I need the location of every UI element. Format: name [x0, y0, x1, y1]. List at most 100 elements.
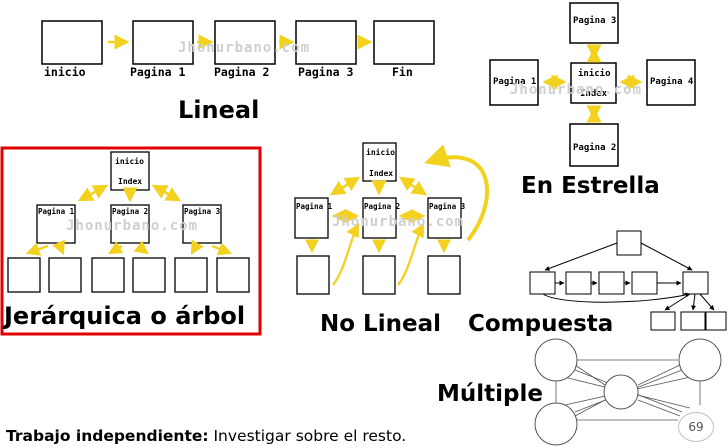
compuesta-node-5: [682, 271, 709, 295]
multiple-node-center: [603, 374, 639, 410]
jerarquica-leaf-2: [48, 257, 82, 293]
no-lineal-leaf-2: [362, 255, 396, 295]
multiple-node-top-right: [678, 338, 722, 382]
compuesta-node-1: [529, 271, 556, 295]
no-lineal-curve-2: [397, 222, 425, 286]
no-lineal-arrow-root-1: [329, 176, 361, 196]
no-lineal-diagram: inicio Index Pagina 1 Pagina 2 Pagina 3: [294, 142, 489, 295]
multiple-edge-8: [637, 364, 681, 386]
compuesta-edge-2: [640, 242, 693, 271]
estrella-title: En Estrella: [521, 173, 660, 199]
compuesta-top-node: [616, 230, 642, 256]
multiple-title: Múltiple: [437, 381, 543, 407]
watermark-estrella: Jhonurbano.com: [510, 82, 643, 98]
lineal-box-pagina-3: [295, 20, 357, 65]
estrella-center-label-1: inicio: [578, 68, 611, 79]
lineal-box-fin: [373, 20, 435, 65]
page-number: 69: [678, 412, 714, 442]
no-lineal-leaf-1: [296, 255, 330, 295]
lineal-box-pagina-1: [132, 20, 194, 65]
jerarquica-leaf-5: [174, 257, 208, 293]
no-lineal-root-label-1: inicio: [366, 147, 395, 157]
no-lineal-child-label-3: Pagina 3: [429, 202, 466, 211]
estrella-left-label: Pagina 1: [493, 76, 536, 87]
estrella-bottom-label: Pagina 2: [573, 142, 616, 153]
lineal-label-2: Pagina 2: [214, 65, 269, 79]
no-lineal-leaf-3: [427, 255, 461, 295]
jerarquica-root-label-1: inicio: [115, 156, 144, 166]
jerarquica-arrow-leaf-5: [190, 239, 204, 255]
footer-body: Investigar sobre el resto.: [208, 427, 407, 445]
jerarquica-arrow-root-3: [151, 184, 182, 202]
jerarquica-arrow-root-1: [77, 184, 109, 202]
compuesta-leaf-2: [680, 311, 706, 331]
jerarquica-leaf-6: [216, 257, 250, 293]
jerarquica-arrow-leaf-2: [52, 239, 65, 256]
watermark-jerarquica: Jhonurbano.com: [66, 218, 199, 234]
compuesta-leaf-1: [650, 311, 676, 331]
compuesta-title: Compuesta: [468, 311, 614, 337]
compuesta-node-2: [565, 271, 592, 295]
multiple-node-top-left: [534, 338, 578, 382]
no-lineal-child-3: [427, 197, 462, 239]
jerarquica-child-2: [110, 204, 150, 244]
no-lineal-title: No Lineal: [320, 311, 441, 337]
jerarquica-arrow-leaf-4: [133, 240, 149, 255]
no-lineal-child-label-1: Pagina 1: [296, 202, 333, 211]
estrella-box-bottom: [569, 123, 619, 167]
estrella-diagram: Pagina 3 Pagina 1 inicio Index Pagina 4 …: [489, 2, 696, 167]
lineal-label-3: Pagina 3: [298, 65, 353, 79]
estrella-box-center: [570, 62, 617, 104]
jerarquica-child-1: [36, 204, 76, 244]
compuesta-edge-9: [691, 293, 697, 311]
multiple-edge-9: [574, 399, 606, 417]
jerarquica-leaf-1: [7, 257, 41, 293]
compuesta-edge-8: [664, 293, 691, 311]
estrella-center-label-2: Index: [580, 89, 608, 99]
compuesta-edge-1: [544, 242, 618, 271]
no-lineal-return-arc: [424, 144, 489, 242]
jerarquica-arrow-leaf-6: [211, 242, 233, 256]
compuesta-leaf-3: [705, 311, 727, 331]
compuesta-edge-10: [699, 293, 715, 311]
no-lineal-root-label-2: Index: [369, 169, 393, 178]
lineal-label-0: inicio: [44, 65, 86, 79]
no-lineal-arrow-root-3: [398, 176, 428, 196]
no-lineal-curve-1: [332, 222, 360, 286]
jerarquica-arrow-leaf-1: [25, 242, 49, 256]
jerarquica-root-box: [110, 151, 150, 191]
lineal-title: Lineal: [178, 96, 260, 124]
compuesta-edge-7: [542, 292, 691, 303]
jerarquica-title: Jerárquica o árbol: [4, 302, 246, 330]
jerarquica-child-label-1: Pagina 1: [38, 207, 75, 216]
estrella-right-label: Pagina 4: [650, 76, 694, 87]
estrella-box-top: [569, 2, 619, 44]
no-lineal-child-label-2: Pagina 2: [364, 202, 400, 211]
no-lineal-child-1: [294, 197, 329, 239]
watermark-lineal: Jhonurbano.com: [178, 40, 311, 56]
footer-text: Trabajo independiente: Investigar sobre …: [6, 427, 406, 445]
multiple-edge-7: [574, 364, 606, 386]
watermark-no-lineal: Jhonurbano.com: [332, 214, 465, 230]
no-lineal-child-2: [362, 197, 397, 239]
multiple-edge-10: [637, 399, 681, 417]
jerarquica-child-label-3: Pagina 3: [184, 207, 221, 216]
compuesta-diagram: [529, 230, 727, 331]
compuesta-node-3: [598, 271, 625, 295]
estrella-box-left: [489, 59, 539, 106]
jerarquica-arrow-leaf-3: [108, 241, 124, 255]
compuesta-node-4: [631, 271, 658, 295]
footer-bold: Trabajo independiente:: [6, 427, 209, 445]
jerarquica-child-3: [182, 204, 222, 244]
jerarquica-leaf-3: [91, 257, 125, 293]
multiple-diagram: [534, 338, 722, 446]
jerarquica-diagram: inicio Index Pagina 1 Pagina 2 Pagina 3: [0, 146, 262, 336]
multiple-node-bottom-left: [534, 402, 578, 446]
lineal-label-1: Pagina 1: [130, 65, 185, 79]
jerarquica-root-label-2: Index: [118, 177, 142, 186]
lineal-box-pagina-2: [214, 20, 276, 65]
lineal-label-4: Fin: [392, 65, 413, 79]
estrella-top-label: Pagina 3: [573, 15, 616, 26]
